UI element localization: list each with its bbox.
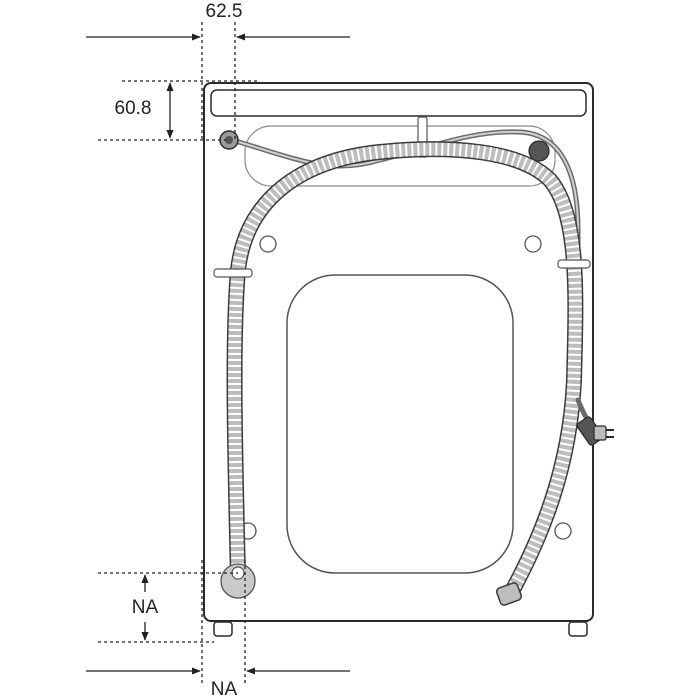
drain-hose-corrugation bbox=[228, 142, 582, 599]
drain-hose bbox=[213, 141, 591, 606]
screw-hole bbox=[524, 235, 542, 253]
hose-end bbox=[495, 582, 523, 606]
dimension-label-bottom-horizontal: NA bbox=[210, 679, 238, 700]
foot-right bbox=[568, 621, 588, 637]
drain-outlet bbox=[528, 140, 550, 162]
foot-left bbox=[213, 621, 233, 637]
hose-clip-left bbox=[213, 268, 253, 278]
machine-body bbox=[203, 82, 594, 637]
dimension-label-top: 62.5 bbox=[205, 1, 243, 22]
dimension-bottom-vertical bbox=[98, 572, 238, 643]
screw-hole bbox=[554, 522, 572, 540]
dimension-top-horizontal bbox=[86, 22, 350, 140]
plug-head bbox=[593, 425, 607, 441]
hose-clip-right bbox=[557, 259, 591, 269]
hose-connector-bottom bbox=[220, 563, 256, 599]
inlet-valve-core bbox=[225, 136, 233, 144]
dimension-bottom-horizontal bbox=[86, 560, 350, 685]
screw-hole bbox=[259, 235, 277, 253]
dimension-label-bottom-vertical: NA bbox=[131, 597, 159, 618]
rear-access-panel bbox=[286, 274, 514, 574]
top-panel bbox=[210, 89, 587, 117]
dimension-label-left: 60.8 bbox=[114, 98, 152, 119]
dimension-left-vertical bbox=[98, 80, 258, 141]
power-plug bbox=[575, 397, 614, 446]
